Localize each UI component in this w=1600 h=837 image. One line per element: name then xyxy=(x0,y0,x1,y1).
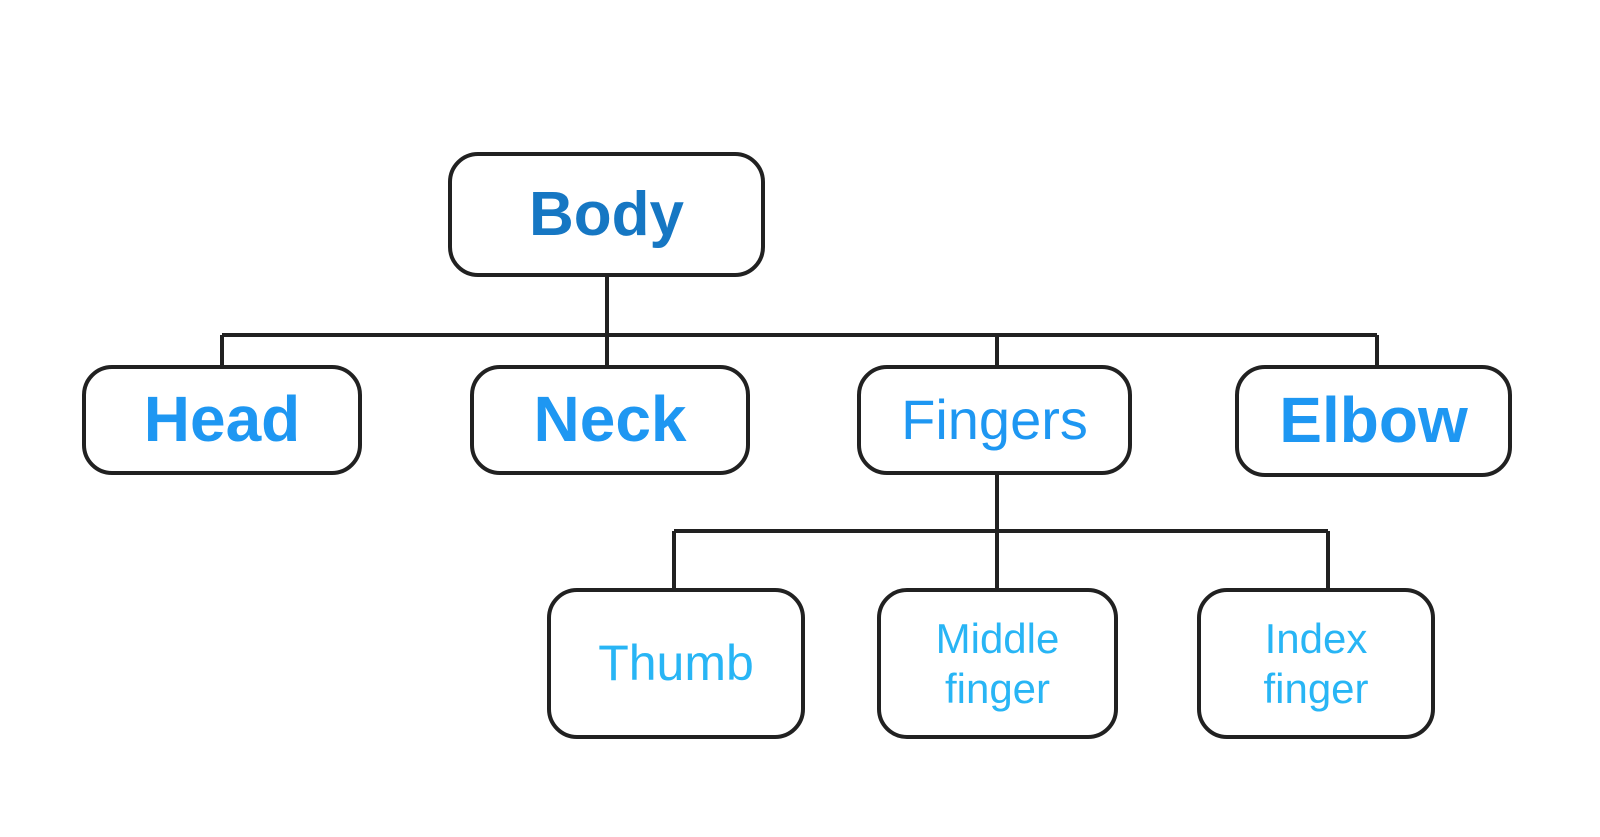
node-elbow-label: Elbow xyxy=(1279,384,1468,457)
node-body-label: Body xyxy=(529,179,684,249)
node-head: Head xyxy=(82,365,362,475)
node-fingers-label: Fingers xyxy=(901,387,1088,451)
node-thumb-label: Thumb xyxy=(598,635,754,691)
node-body: Body xyxy=(448,152,765,277)
node-neck-label: Neck xyxy=(533,383,687,456)
node-neck: Neck xyxy=(470,365,750,475)
node-index-finger: Index finger xyxy=(1197,588,1435,739)
node-middle-finger: Middle finger xyxy=(877,588,1118,739)
node-middle-finger-label: Middle finger xyxy=(935,614,1060,712)
node-fingers: Fingers xyxy=(857,365,1132,475)
node-thumb: Thumb xyxy=(547,588,805,739)
node-elbow: Elbow xyxy=(1235,365,1512,477)
node-head-label: Head xyxy=(143,383,301,456)
node-index-finger-label: Index finger xyxy=(1263,614,1369,712)
